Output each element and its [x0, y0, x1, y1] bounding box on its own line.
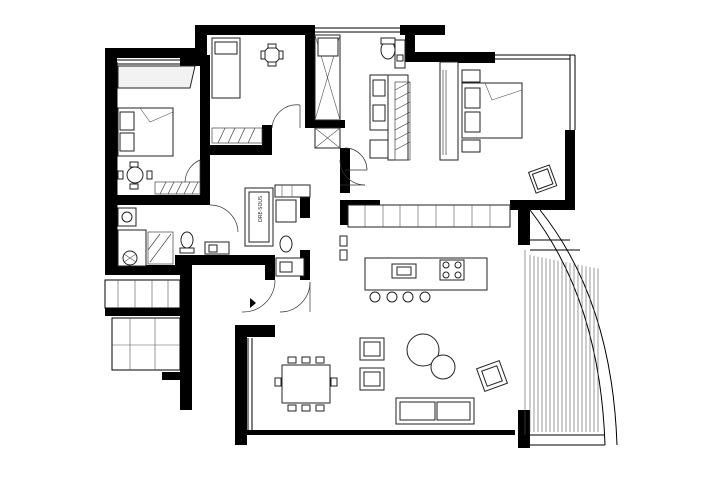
- stairwell: [104, 279, 256, 371]
- bathroom-center: DRE-SOUS: [244, 184, 311, 313]
- kitchen: [339, 204, 511, 303]
- kitchen-counter-top: [347, 204, 511, 228]
- entry-arrow-icon: [250, 298, 256, 308]
- bathroom-left: [117, 204, 239, 267]
- kitchen-island: [364, 257, 488, 291]
- armchair-left: [359, 337, 385, 361]
- round-table-top: [263, 46, 281, 64]
- wardrobe-master-left: [439, 61, 459, 161]
- cabinet-bath-left: [147, 231, 174, 265]
- master-bedroom: [439, 61, 558, 194]
- wardrobe-left: [154, 181, 201, 195]
- hall-doors: [241, 159, 366, 313]
- balcony-decking: [529, 255, 599, 432]
- balcony: [524, 209, 618, 446]
- toilet-left: [180, 231, 194, 249]
- master-bath: [314, 34, 411, 171]
- toilet-center: [279, 235, 293, 253]
- wardrobe-top-mid: [211, 127, 263, 144]
- living-room: [274, 333, 509, 425]
- walls: [105, 25, 575, 448]
- round-table-left: [126, 166, 144, 184]
- room-top-mid: [211, 37, 301, 144]
- glazing-lines: [116, 27, 576, 433]
- closet-master-bath: [394, 81, 411, 161]
- armchair-left-2: [359, 367, 385, 391]
- armchair-right: [475, 359, 509, 393]
- coffee-table-small: [430, 354, 456, 380]
- wash-label: DRE-SOUS: [258, 196, 264, 222]
- coffee-table-large: [406, 333, 440, 367]
- bar-stools: [369, 291, 431, 303]
- bedroom-left: [117, 65, 201, 195]
- armchair-master: [527, 164, 558, 194]
- dining-table: [274, 356, 338, 412]
- sofa: [395, 397, 475, 425]
